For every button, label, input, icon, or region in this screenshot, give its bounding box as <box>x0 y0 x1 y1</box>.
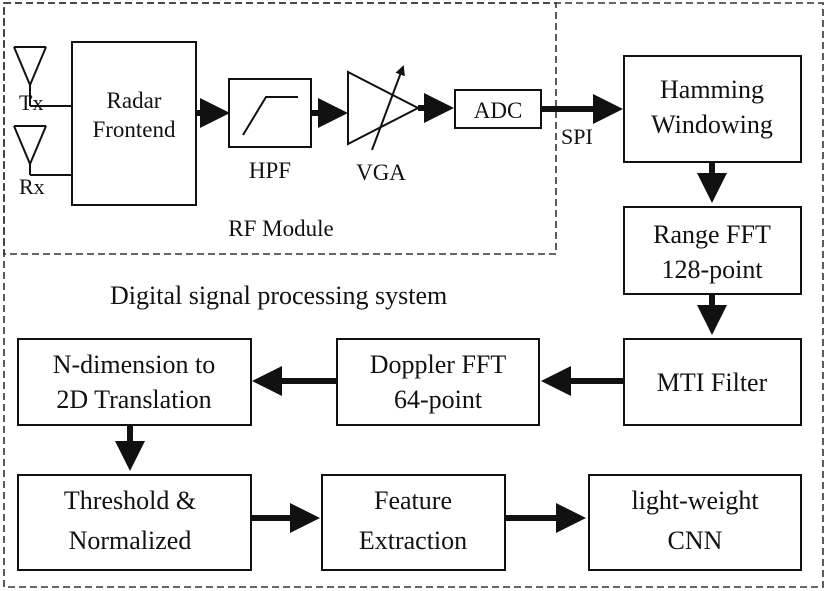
mti-filter-box <box>623 338 802 426</box>
doppler-fft-box <box>336 338 540 426</box>
threshold-label-2: Normalized <box>69 526 192 555</box>
rf-module-boundary <box>3 2 557 255</box>
threshold-normalized-box <box>17 474 252 571</box>
tx-label: Tx <box>19 90 43 115</box>
cnn-label-2: CNN <box>668 526 723 555</box>
rx-antenna-icon <box>13 125 72 176</box>
rx-label: Rx <box>19 174 45 199</box>
vga-label: VGA <box>356 160 406 185</box>
hpf-label: HPF <box>249 158 291 183</box>
hpf-box <box>228 78 312 148</box>
ndim-label-2: 2D Translation <box>56 385 211 414</box>
radar-frontend-label-1: Radar <box>107 88 162 113</box>
radar-frontend-box <box>71 41 197 206</box>
spi-label: SPI <box>561 124 593 149</box>
rf-module-label: RF Module <box>228 216 333 241</box>
threshold-label-1: Threshold & <box>64 486 196 515</box>
feature-label-2: Extraction <box>359 526 467 555</box>
cnn-box <box>588 474 802 571</box>
ndim-translation-box <box>17 338 252 426</box>
adc-label: ADC <box>474 98 523 123</box>
feature-extraction-box <box>321 474 506 571</box>
radar-frontend-label-2: Frontend <box>92 117 176 142</box>
feature-label-1: Feature <box>374 486 452 515</box>
hamming-label-1: Hamming <box>660 75 764 104</box>
mti-filter-label: MTI Filter <box>657 368 768 397</box>
vga-gain-arrow-icon <box>371 65 405 151</box>
dsp-system-label: Digital signal processing system <box>110 281 447 310</box>
ndim-label-1: N-dimension to <box>53 350 216 379</box>
hamming-windowing-box <box>623 55 802 163</box>
cnn-label-1: light-weight <box>631 486 759 515</box>
vga-amplifier-icon <box>347 70 421 146</box>
hpf-response-icon <box>242 96 298 136</box>
tx-antenna-icon <box>13 46 72 107</box>
range-fft-label-1: Range FFT <box>653 220 771 249</box>
doppler-fft-label-2: 64-point <box>394 385 483 414</box>
hamming-label-2: Windowing <box>651 110 773 139</box>
doppler-fft-label-1: Doppler FFT <box>370 350 507 379</box>
range-fft-label-2: 128-point <box>661 255 763 284</box>
